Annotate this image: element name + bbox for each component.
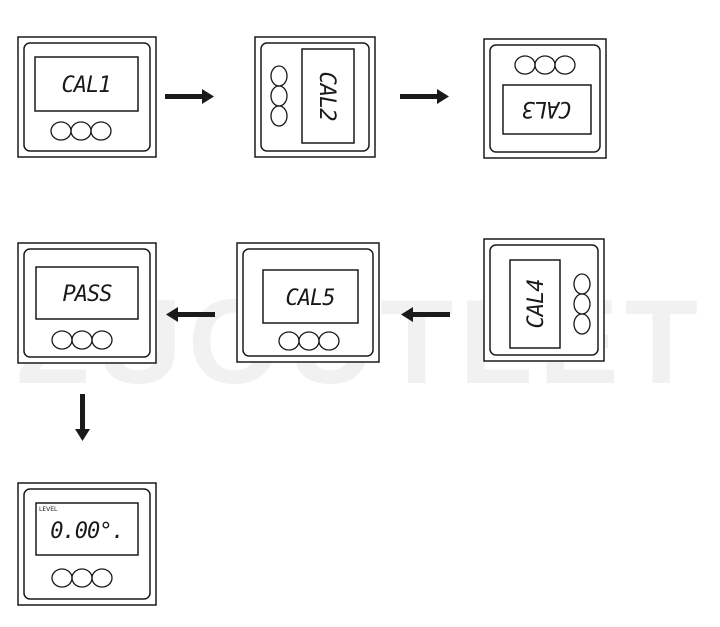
lcd-label: CAL1	[62, 73, 111, 98]
device-level: LEVEL 0.00°.	[17, 482, 157, 606]
lcd-label: CAL3	[523, 96, 572, 121]
button-row	[573, 273, 591, 335]
arrow-right-icon	[400, 89, 449, 104]
arrow-right-icon	[165, 89, 214, 104]
lcd-screen	[262, 269, 359, 324]
button-row	[278, 331, 340, 351]
device-cal3: CAL3	[483, 38, 607, 159]
lcd-label: CAL2	[314, 72, 339, 122]
device-cal1: CAL1	[17, 36, 157, 158]
lcd-label: CAL5	[286, 286, 335, 311]
lcd-label: PASS	[63, 282, 113, 307]
lcd-sublabel: LEVEL	[39, 506, 58, 513]
lcd-label: 0.00°.	[50, 519, 123, 544]
device-pass: PASS	[17, 242, 157, 364]
device-cal5: CAL5	[236, 242, 380, 363]
button-row	[270, 65, 288, 127]
lcd-screen	[301, 48, 355, 144]
button-row	[51, 568, 113, 588]
arrow-left-icon	[401, 307, 450, 322]
button-row	[51, 330, 113, 350]
arrow-left-icon	[166, 307, 215, 322]
lcd-label: CAL4	[524, 280, 549, 329]
device-cal4: CAL4	[483, 238, 605, 362]
button-row	[514, 55, 576, 75]
lcd-screen	[509, 259, 561, 349]
lcd-screen	[34, 56, 139, 112]
button-row	[50, 121, 112, 141]
lcd-screen	[35, 266, 139, 320]
arrow-down-icon	[75, 394, 90, 441]
lcd-screen	[502, 84, 592, 135]
device-cal2: CAL2	[254, 36, 376, 158]
lcd-screen	[35, 502, 139, 556]
